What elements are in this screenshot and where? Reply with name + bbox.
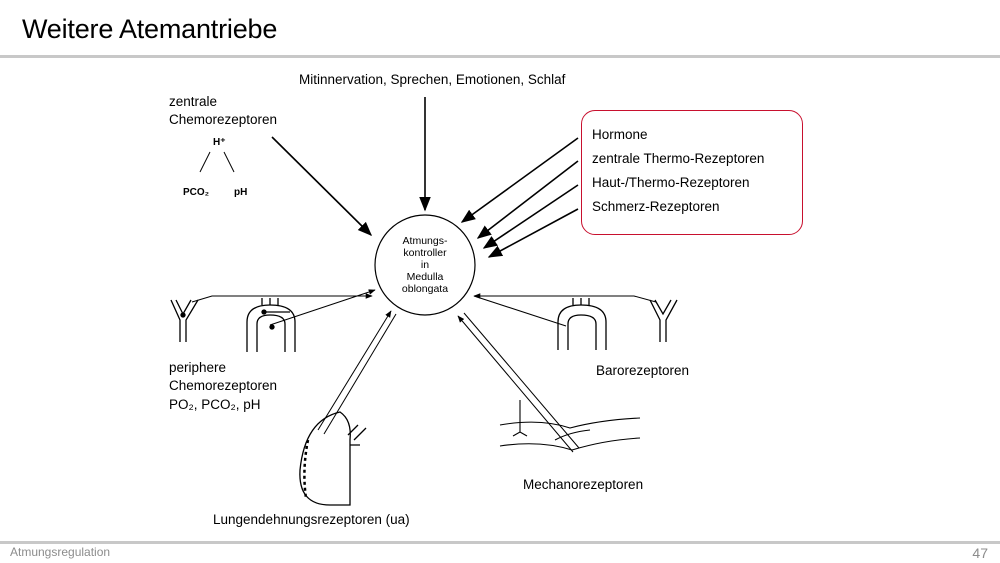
arrow-peripheral-carotid (191, 293, 373, 303)
controller-circle (374, 214, 476, 316)
page-number: 47 (972, 545, 988, 561)
peripheral-chemo-line2: Chemorezeptoren (169, 378, 278, 393)
central-chemo-line1: zentrale (169, 94, 218, 109)
controller-line-5: oblongata (401, 283, 449, 295)
h-plus-split-lines (199, 151, 235, 173)
mechano-label: Mechanorezeptoren (523, 477, 644, 492)
arrow-baro-carotid (473, 293, 657, 303)
arrow-hormone-2 (476, 160, 579, 239)
arrow-lung-a (317, 310, 392, 431)
carotid-left-sketch (170, 299, 199, 342)
arrow-lung-b (323, 313, 397, 435)
lung-sketch (299, 411, 367, 506)
controller-label: Atmungs- kontroller in Medulla oblongata (385, 235, 465, 295)
slide-title: Weitere Atemantriebe (22, 14, 278, 44)
controller-line-4: Medulla (406, 271, 444, 283)
lung-label: Lungendehnungsrezeptoren (ua) (213, 512, 410, 527)
central-chemo-line2: Chemorezeptoren (169, 112, 278, 127)
arrow-mechano-a (457, 315, 574, 453)
hormone-box: Hormone zentrale Thermo-Rezeptoren Haut-… (581, 110, 803, 235)
carotid-right-sketch (649, 299, 678, 342)
hormone-item-3: Haut-/Thermo-Rezeptoren (592, 175, 750, 190)
top-label: Mitinnervation, Sprechen, Emotionen, Sch… (299, 72, 566, 87)
baro-label: Barorezeptoren (596, 363, 690, 378)
ph-label: pH (234, 187, 248, 198)
arrow-mechano-b (463, 312, 580, 449)
arrow-central-chemo (271, 136, 373, 237)
controller-line-2: kontroller (403, 247, 447, 259)
title-divider (0, 55, 1000, 58)
peripheral-chemo-line1: periphere (169, 360, 227, 375)
peripheral-chemo-line3: PO₂, PCO₂, pH (169, 397, 261, 412)
aortic-arch-right-sketch (557, 298, 607, 350)
footer-text: Atmungsregulation (10, 545, 111, 559)
hormone-item-4: Schmerz-Rezeptoren (592, 199, 720, 214)
controller-line-3: in (420, 259, 430, 271)
h-plus-label: H⁺ (213, 137, 226, 148)
pco2-label: PCO₂ (183, 187, 210, 198)
limb-sketch (499, 400, 641, 451)
footer-divider (0, 541, 1000, 544)
arrow-hormone-1 (460, 137, 579, 223)
arrow-hormone-4 (487, 208, 579, 258)
arrow-baro-aortic (473, 295, 567, 327)
aortic-arch-left-sketch (246, 298, 296, 352)
hormone-item-1: Hormone (592, 127, 648, 142)
arrow-hormone-3 (482, 184, 579, 249)
controller-line-1: Atmungs- (402, 235, 448, 247)
hormone-item-2: zentrale Thermo-Rezeptoren (592, 151, 765, 166)
arrow-peripheral-aortic (269, 289, 376, 326)
